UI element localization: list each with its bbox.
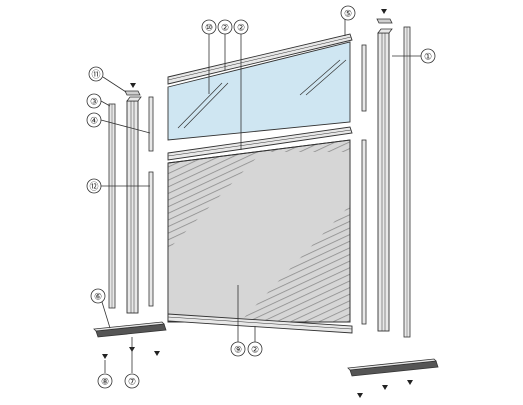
glass-panel [167, 41, 351, 141]
right-top-cap [376, 18, 393, 24]
callout-7: ⑦ [128, 377, 136, 387]
left-top-cap [124, 90, 141, 96]
top-screw-left [130, 83, 136, 88]
base-screw-right-3 [407, 380, 413, 385]
callout-1: ① [424, 52, 432, 62]
callout-4: ④ [90, 116, 98, 126]
left-small-strip-lower [148, 171, 154, 307]
base-screw-left-3 [154, 351, 160, 356]
callout-5: ⑤ [344, 9, 352, 19]
left-small-strip-upper [148, 96, 154, 152]
callout-3: ③ [90, 97, 98, 107]
base-screw-right-2 [382, 385, 388, 390]
callout-6: ⑥ [94, 292, 102, 302]
top-rail [167, 33, 353, 85]
right-inner-strip-lower [361, 139, 367, 325]
callout-2-top-left: ② [221, 23, 229, 33]
callout-9: ⑨ [234, 345, 242, 355]
right-inner-strip-upper [361, 44, 367, 112]
left-post [126, 100, 139, 314]
callout-11: ⑪ [91, 70, 100, 80]
callout-8: ⑧ [101, 377, 109, 387]
top-screw-right [381, 9, 387, 14]
callout-2-bottom: ② [251, 345, 259, 355]
middle-rail [167, 126, 353, 161]
callout-10: ⑩ [205, 23, 213, 33]
callout-2-top-middle: ② [237, 23, 245, 33]
panel-plain-band [168, 152, 350, 322]
bottom-rail [167, 313, 353, 334]
right-post [377, 32, 390, 332]
base-screw-right-1 [357, 393, 363, 398]
base-screw-left-1 [102, 354, 108, 359]
callout-12: ⑫ [89, 182, 98, 192]
